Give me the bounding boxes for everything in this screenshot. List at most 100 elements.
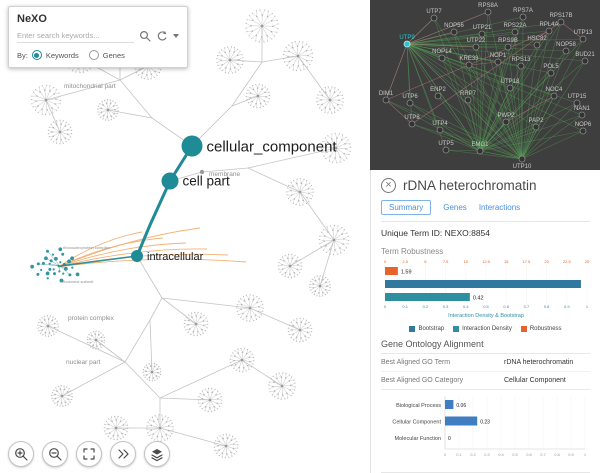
gene-node-utp5[interactable]	[442, 146, 450, 154]
gene-node-label: NOP14	[432, 49, 452, 55]
gene-node-rps9b[interactable]	[504, 43, 512, 51]
term-node-cell-part[interactable]	[161, 172, 179, 190]
gene-node-utp13[interactable]	[579, 35, 587, 43]
tab-summary[interactable]: Summary	[381, 200, 432, 215]
gene-node-utp10[interactable]	[518, 155, 526, 163]
go-alignment-title: Gene Ontology Alignment	[381, 339, 484, 349]
gene-node-rps8a[interactable]	[484, 8, 492, 16]
chevron-down-icon[interactable]	[173, 34, 179, 38]
gene-node-utp9[interactable]	[403, 40, 411, 48]
term-robustness-title: Term Robustness	[381, 247, 444, 256]
gene-node-utp21[interactable]	[478, 30, 486, 38]
gene-node-nan1[interactable]	[578, 111, 586, 119]
gene-node-label: NOP56	[444, 23, 464, 29]
gene-node-utp8[interactable]	[408, 120, 416, 128]
gene-node-nop58[interactable]	[562, 47, 570, 55]
gene-node-utp22[interactable]	[472, 43, 480, 51]
expand-all-button[interactable]	[110, 441, 136, 467]
svg-text:0.3: 0.3	[484, 452, 490, 457]
svg-text:1: 1	[584, 452, 587, 457]
gene-node-label: RPS22A	[503, 23, 526, 29]
tab-genes[interactable]: Genes	[443, 203, 467, 212]
gene-node-label: NOP58	[556, 42, 576, 48]
gene-node-label: UTP8	[404, 115, 420, 121]
search-icon[interactable]	[139, 30, 151, 42]
gene-node-emg1[interactable]	[476, 147, 484, 155]
layers-button[interactable]	[144, 441, 170, 467]
gene-node-rps13[interactable]	[517, 62, 525, 70]
svg-text:0.1: 0.1	[456, 452, 462, 457]
gene-node-utp18[interactable]	[506, 84, 514, 92]
gene-node-label: NOP1	[490, 53, 507, 59]
svg-text:17.5: 17.5	[523, 259, 532, 264]
term-node-intracellular[interactable]	[131, 250, 143, 262]
detail-header: × rDNA heterochromatin	[381, 178, 590, 193]
zoom-out-button[interactable]	[42, 441, 68, 467]
svg-text:0: 0	[444, 452, 447, 457]
radio-keywords[interactable]	[31, 50, 42, 60]
tree-label: ribonucleoprotein complex	[63, 245, 110, 250]
gene-node-enp2[interactable]	[434, 92, 442, 100]
gene-node-noc4[interactable]	[550, 92, 558, 100]
gene-node-rps22a[interactable]	[511, 28, 519, 36]
gene-node-pap2[interactable]	[532, 123, 540, 131]
refresh-icon[interactable]	[156, 30, 168, 42]
gene-node-utp7[interactable]	[430, 14, 438, 22]
zoom-toolbar	[8, 441, 170, 467]
svg-text:10: 10	[464, 259, 469, 264]
gene-node-nop6[interactable]	[579, 127, 587, 135]
svg-text:0: 0	[448, 436, 451, 442]
go-chart-bar	[445, 400, 454, 409]
tab-interactions[interactable]: Interactions	[478, 203, 521, 212]
legend-label: Robustness	[529, 326, 562, 332]
radio-genes[interactable]	[88, 50, 99, 60]
svg-text:0.23: 0.23	[480, 420, 490, 426]
gene-node-utp6[interactable]	[406, 99, 414, 107]
unique-term-id: Unique Term ID: NEXO:8854	[381, 228, 590, 238]
go-chart-category: Molecular Function	[395, 436, 441, 442]
zoom-fit-button[interactable]	[76, 441, 102, 467]
svg-text:0.4: 0.4	[498, 452, 504, 457]
divider	[381, 221, 590, 222]
gene-node-dim1[interactable]	[382, 96, 390, 104]
gene-node-label: UTP18	[501, 79, 520, 85]
gene-node-kre33[interactable]	[465, 61, 473, 69]
close-icon[interactable]: ×	[381, 178, 396, 193]
term-node-cellular-component[interactable]	[181, 135, 203, 157]
legend-swatch-bootstrap	[409, 326, 416, 332]
svg-text:0.42: 0.42	[473, 296, 484, 302]
svg-text:0.3: 0.3	[443, 304, 449, 309]
search-card: NeXO By: Keywords Genes	[8, 6, 188, 68]
search-input[interactable]	[17, 29, 134, 43]
gene-node-utp4[interactable]	[436, 126, 444, 134]
gene-node-rps7a[interactable]	[519, 13, 527, 21]
search-row	[17, 29, 179, 43]
gene-node-label: DIM1	[379, 91, 394, 97]
gene-node-pwp2[interactable]	[502, 118, 510, 126]
gene-node-label: UTP7	[426, 9, 442, 15]
radio-genes-label: Genes	[102, 50, 125, 60]
gene-node-label: RPS17B	[549, 13, 572, 19]
gene-node-label: BUD21	[575, 52, 595, 58]
robustness-bar-bootstrap	[385, 280, 581, 288]
svg-text:0.6: 0.6	[503, 304, 509, 309]
gene-node-nop1[interactable]	[494, 58, 502, 66]
gene-node-utp15[interactable]	[573, 99, 581, 107]
gene-node-rpl4a[interactable]	[545, 27, 553, 35]
gene-node-rrp7[interactable]	[464, 96, 472, 104]
gene-node-bud21[interactable]	[581, 57, 589, 65]
gene-node-label: KRE33	[459, 56, 479, 62]
zoom-in-button[interactable]	[8, 441, 34, 467]
tree-label: ribosomal subunit	[62, 279, 94, 284]
gene-node-rps17b[interactable]	[557, 18, 565, 26]
layers-icon	[151, 448, 163, 461]
gene-node-hsc82[interactable]	[533, 41, 541, 49]
gene-node-nop56[interactable]	[450, 28, 458, 36]
gene-node-nop14[interactable]	[438, 54, 446, 62]
gene-node-pol5[interactable]	[547, 69, 555, 77]
gene-node-label: NOP6	[575, 122, 592, 128]
term-node-label: cellular_component	[207, 138, 338, 155]
